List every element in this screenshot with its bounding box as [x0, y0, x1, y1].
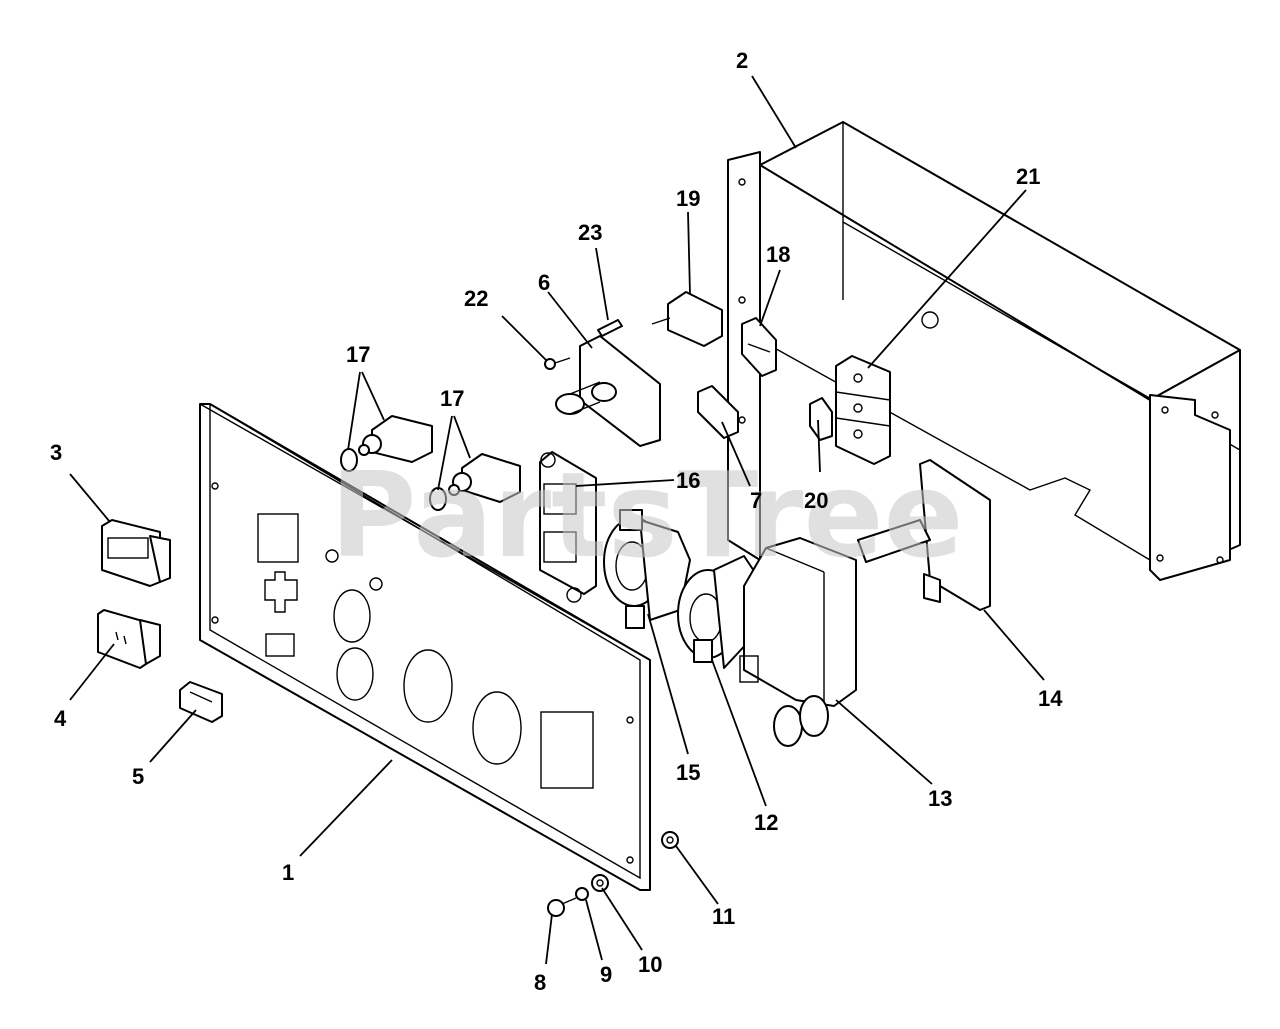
callout-12: 12: [754, 810, 778, 835]
callout-9: 9: [600, 962, 612, 987]
callout-16: 16: [676, 468, 700, 493]
watermark: PartsTree: [330, 446, 964, 584]
front-panel: [199, 402, 651, 891]
callout-19: 19: [676, 186, 700, 211]
callout-15: 15: [676, 760, 700, 785]
circuit-breaker-a: [340, 415, 433, 472]
callout-13: 13: [928, 786, 952, 811]
callout-7: 7: [750, 488, 762, 513]
callout-17b: 17: [440, 386, 464, 411]
bridge-rectifier: [651, 291, 723, 347]
terminal-block: [835, 355, 891, 465]
bracket-14: [857, 459, 991, 611]
screw-22: [544, 357, 571, 370]
callout-2: 2: [736, 48, 748, 73]
callout-11: 11: [712, 904, 735, 929]
fuse-23: [597, 319, 623, 337]
callout-1: 1: [282, 860, 294, 885]
callout-labels: 1 2 3 4 5 6 7 8 9 10 11 12 13 14 15 16 1…: [50, 48, 1063, 995]
callout-8: 8: [534, 970, 546, 995]
hour-meter: [101, 519, 171, 587]
nut-11: [661, 831, 679, 849]
callout-22: 22: [464, 286, 488, 311]
callout-5: 5: [132, 764, 144, 789]
callout-3: 3: [50, 440, 62, 465]
terminal-18: [741, 317, 777, 377]
lockwasher-9: [575, 887, 589, 901]
callout-6: 6: [538, 270, 550, 295]
clip-20: [809, 397, 833, 441]
main-breaker: [739, 537, 857, 747]
fuse-bracket: [555, 335, 661, 447]
callout-17a: 17: [346, 342, 370, 367]
callout-21: 21: [1016, 164, 1040, 189]
twist-lock-receptacle-15: [603, 509, 691, 629]
rocker-switch: [179, 681, 223, 723]
small-receptacle: [97, 609, 161, 669]
washer-10: [591, 874, 609, 892]
circuit-breaker-b: [429, 453, 521, 511]
duplex-receptacle: [539, 451, 597, 603]
leader-lines: [69, 75, 1045, 965]
control-box-housing: [727, 121, 1241, 581]
callout-23: 23: [578, 220, 602, 245]
idle-switch: [697, 385, 739, 439]
callout-18: 18: [766, 242, 790, 267]
callout-20: 20: [804, 488, 828, 513]
bolt-8: [547, 897, 577, 917]
callout-4: 4: [54, 706, 67, 731]
callout-10: 10: [638, 952, 662, 977]
callout-14: 14: [1038, 686, 1063, 711]
